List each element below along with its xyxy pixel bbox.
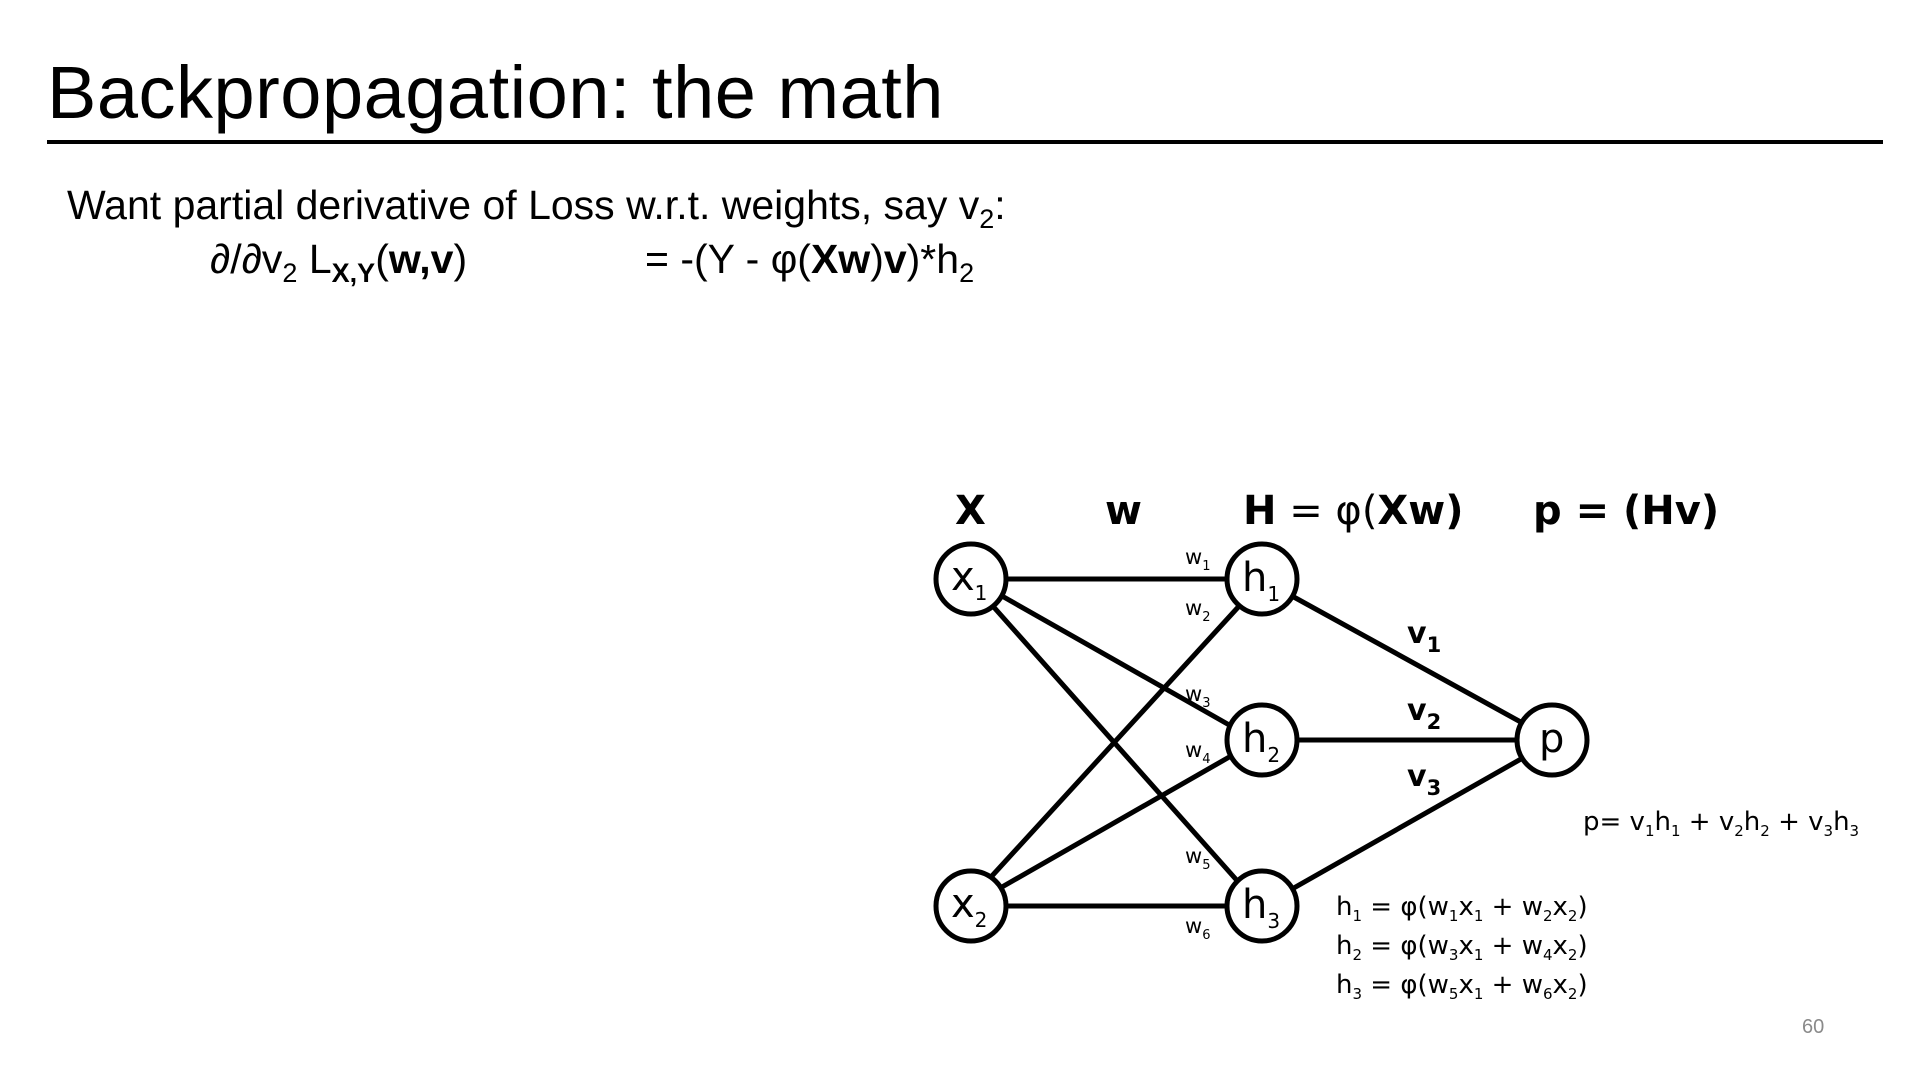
paren-open: ( xyxy=(375,236,389,282)
node-p-label: p xyxy=(1539,716,1564,762)
h1-equation: h1 = φ(w1x1 + w2x2) xyxy=(1336,892,1588,925)
header-h-close: ) xyxy=(1445,488,1463,534)
header-h: H = φ(Xw) xyxy=(1243,488,1464,534)
weight-w2-label: w2 xyxy=(1185,596,1210,625)
derivative-rhs: = -(Y - φ(Xw)v)*h2 xyxy=(645,236,974,289)
edge-h3-p xyxy=(1290,752,1530,892)
header-p-hv: Hv xyxy=(1641,488,1701,534)
rhs-close1: ) xyxy=(870,236,884,282)
intro-line: Want partial derivative of Loss w.r.t. w… xyxy=(67,182,1006,235)
v-vector: v xyxy=(430,236,454,282)
weight-v2-label: v2 xyxy=(1407,693,1441,734)
node-p xyxy=(1514,702,1590,778)
weight-v3-label: v3 xyxy=(1407,759,1441,800)
header-p-symbol: p xyxy=(1533,488,1562,534)
header-h-eq: = φ( xyxy=(1276,488,1377,534)
weight-w5-label: w5 xyxy=(1185,844,1210,873)
derivative-lhs: ∂/∂v2 LX,Y(w,v) xyxy=(210,236,467,289)
edge-x1-h2 xyxy=(1000,593,1233,729)
header-h-symbol: H xyxy=(1243,488,1276,534)
edge-x1-h3 xyxy=(989,602,1243,887)
header-p-eq: = ( xyxy=(1562,488,1642,534)
edge-x2-h1 xyxy=(989,602,1243,879)
w-vector: w xyxy=(388,236,420,282)
node-h1-label: h1 xyxy=(1242,555,1280,606)
header-x: X xyxy=(955,488,986,534)
p-equation: p= v1h1 + v2h2 + v3h3 xyxy=(1583,807,1859,840)
title-underline xyxy=(47,140,1883,144)
rhs-v: v xyxy=(883,236,907,282)
node-x2-label: x2 xyxy=(951,881,987,932)
weight-w3-label: w3 xyxy=(1185,682,1210,711)
node-h3 xyxy=(1224,868,1300,944)
intro-text: Want partial derivative of Loss w.r.t. w… xyxy=(67,182,980,228)
rhs-xw: Xw xyxy=(810,236,871,282)
rhs-subscript: 2 xyxy=(959,258,975,288)
header-h-xw: Xw xyxy=(1377,488,1445,534)
node-h2 xyxy=(1224,702,1300,778)
header-w: w xyxy=(1105,488,1142,534)
node-h2-label: h2 xyxy=(1242,716,1280,767)
weight-v1-label: v1 xyxy=(1407,616,1441,657)
edge-h1-p xyxy=(1290,593,1530,729)
slide-title: Backpropagation: the math xyxy=(47,51,944,134)
node-h3-label: h3 xyxy=(1242,882,1280,933)
weight-w1-label: w1 xyxy=(1185,545,1210,574)
node-x1-label: x1 xyxy=(951,554,987,605)
deriv-subscript: 2 xyxy=(282,258,298,288)
node-x2 xyxy=(933,868,1009,944)
rhs-close2: )*h xyxy=(906,236,960,282)
header-p: p = (Hv) xyxy=(1533,488,1719,534)
weight-w6-label: w6 xyxy=(1185,914,1210,943)
paren-close: ) xyxy=(453,236,468,282)
deriv-op: ∂/∂v xyxy=(210,236,283,282)
rhs-prefix: = -(Y - xyxy=(645,236,771,282)
header-p-close: ) xyxy=(1701,488,1719,534)
edge-x2-h2 xyxy=(1000,753,1233,890)
h3-equation: h3 = φ(w5x1 + w6x2) xyxy=(1336,970,1588,1003)
rhs-phi: φ( xyxy=(770,236,811,282)
comma: , xyxy=(419,236,431,282)
weight-w4-label: w4 xyxy=(1185,738,1210,767)
node-h1 xyxy=(1224,541,1300,617)
h2-equation: h2 = φ(w3x1 + w4x2) xyxy=(1336,931,1588,964)
node-x1 xyxy=(933,541,1009,617)
page-number: 60 xyxy=(1802,1016,1825,1038)
loss-symbol: L xyxy=(297,236,332,282)
intro-colon: : xyxy=(994,182,1006,228)
intro-subscript: 2 xyxy=(979,204,995,234)
loss-subscript: X,Y xyxy=(331,258,376,288)
